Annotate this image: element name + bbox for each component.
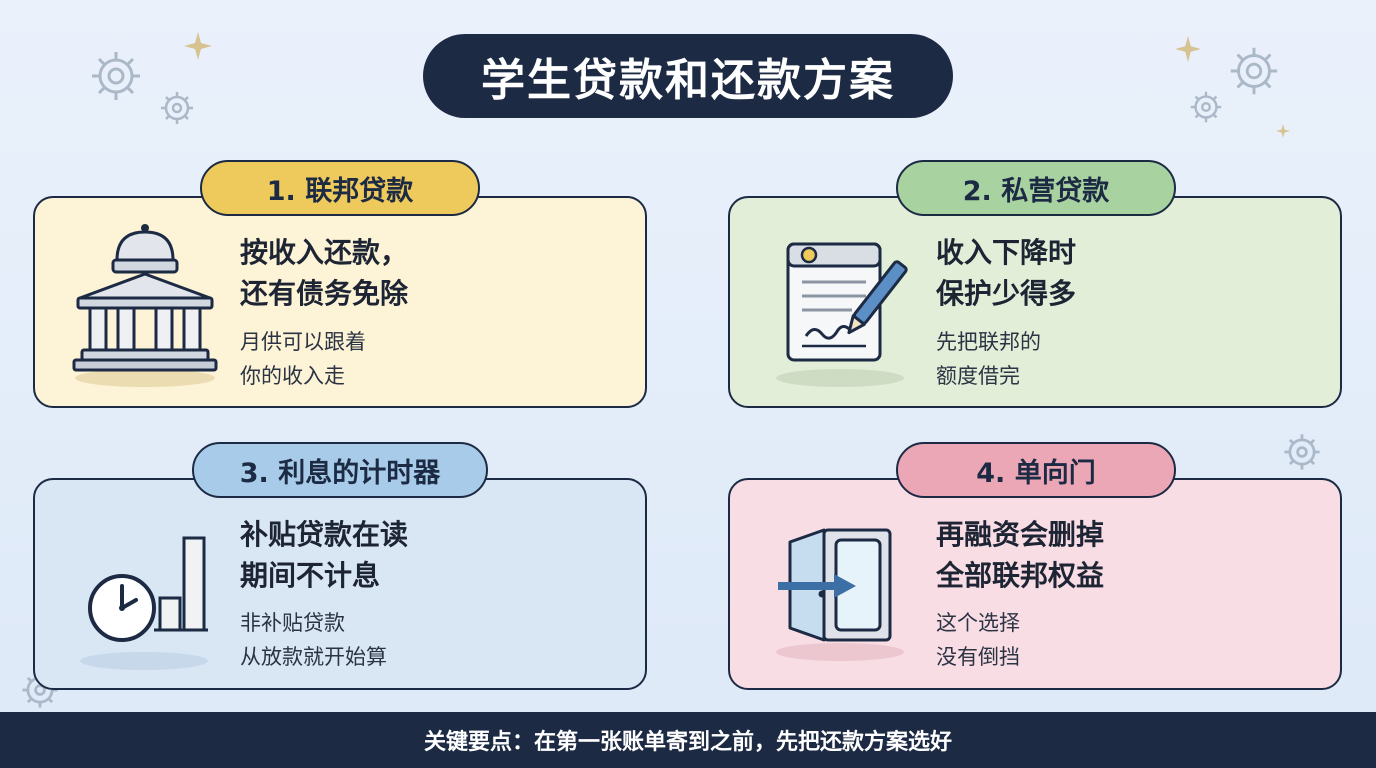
gear-icon [92, 52, 140, 100]
gear-icon [1230, 47, 1278, 95]
tag-private-loans: 2. 私营贷款 [896, 160, 1176, 216]
card-federal-subtext: 月供可以跟着 你的收入走 [240, 330, 366, 388]
one-way-door-icon [776, 528, 904, 661]
card-federal-headline: 按收入还款， 还有债务免除 [240, 236, 409, 310]
tag-one-way-door: 4. 单向门 [896, 442, 1176, 498]
tag-federal-loans: 1. 联邦贷款 [200, 160, 480, 216]
key-takeaway-footer: 关键要点：在第一张账单寄到之前，先把还款方案选好 [0, 712, 1376, 768]
gear-icon [1190, 91, 1222, 123]
clock-growth-icon [80, 536, 208, 670]
card-oneway-subtext: 这个选择 没有倒挡 [936, 611, 1020, 669]
gear-icon [1284, 434, 1320, 470]
contract-signing-icon [776, 242, 908, 387]
sparkle-icon [184, 32, 212, 60]
gear-icon [161, 92, 193, 124]
sparkle-icon [1276, 124, 1290, 138]
card-oneway-headline: 再融资会删掉 全部联邦权益 [936, 518, 1105, 592]
card-interest-headline: 补贴贷款在读 期间不计息 [240, 518, 409, 592]
card-private-subtext: 先把联邦的 额度借完 [936, 330, 1041, 388]
tag-interest-timer: 3. 利息的计时器 [192, 442, 488, 498]
sparkle-icon [1175, 36, 1201, 62]
card-interest-subtext: 非补贴贷款 从放款就开始算 [240, 611, 387, 669]
page-title: 学生贷款和还款方案 [423, 34, 953, 118]
card-private-headline: 收入下降时 保护少得多 [936, 236, 1077, 310]
bank-building-icon [72, 224, 218, 387]
